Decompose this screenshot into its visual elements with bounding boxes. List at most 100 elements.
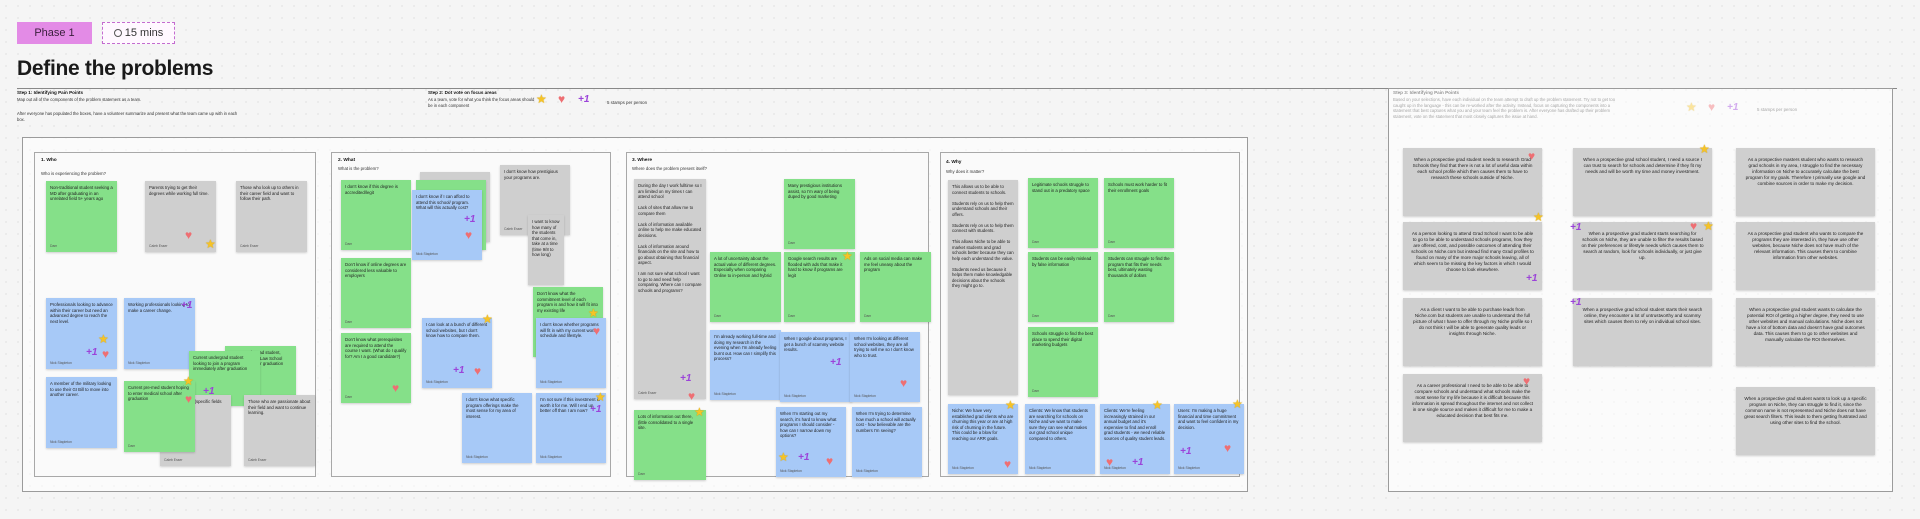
sticky-note[interactable]: Students can struggle to find the progra… bbox=[1104, 252, 1174, 322]
statement-note[interactable]: When a prospective grad school student, … bbox=[1573, 148, 1712, 216]
heart-icon[interactable]: ♥ bbox=[185, 392, 193, 406]
statement-note[interactable]: As a person looking to attend Grad Schoo… bbox=[1403, 222, 1542, 290]
plus-one-icon[interactable]: +1 bbox=[590, 404, 602, 415]
sticky-note[interactable]: Non-traditional student seeking a MD aft… bbox=[46, 181, 117, 252]
plus-one-icon[interactable]: +1 bbox=[1570, 297, 1582, 308]
statement-note[interactable]: When a prospective grad school student s… bbox=[1573, 298, 1712, 366]
star-icon[interactable]: ★ bbox=[183, 374, 194, 388]
sticky-note[interactable]: A member of the military looking to use … bbox=[46, 377, 117, 448]
sticky-note[interactable]: When I'm starting out my search, it's ha… bbox=[776, 407, 846, 477]
star-icon[interactable]: ★ bbox=[588, 306, 599, 320]
sticky-note[interactable]: Professionals looking to advance within … bbox=[46, 298, 117, 369]
sticky-note[interactable]: Parents trying to get their degrees whil… bbox=[145, 181, 216, 252]
statement-note[interactable]: When a prospective grad student needs to… bbox=[1403, 148, 1542, 216]
plus-one-icon[interactable]: +1 bbox=[1132, 457, 1144, 468]
statement-note[interactable]: When a prospective grad student wants to… bbox=[1736, 298, 1875, 366]
sticky-note[interactable]: Those who are passionate about their fie… bbox=[244, 395, 315, 466]
star-icon[interactable]: ★ bbox=[1533, 210, 1544, 224]
sticky-note[interactable]: Ads on social media can make me feel une… bbox=[860, 252, 931, 322]
plus-one-icon[interactable]: +1 bbox=[1526, 273, 1538, 284]
sticky-note[interactable]: Lots of information out there, (little c… bbox=[634, 410, 706, 480]
sticky-note[interactable]: Don't know what prerequisites are requir… bbox=[341, 333, 411, 403]
sticky-note[interactable]: Legitimate schools struggle to stand out… bbox=[1028, 178, 1098, 248]
statement-note[interactable]: When a prospective grad student wants to… bbox=[1736, 387, 1875, 455]
plus-one-icon[interactable]: +1 bbox=[464, 214, 476, 225]
statement-note[interactable]: As a prospective masters student who wan… bbox=[1736, 148, 1875, 216]
star-icon[interactable]: ★ bbox=[1152, 398, 1163, 412]
heart-icon[interactable]: ♥ bbox=[1106, 455, 1114, 469]
star-icon[interactable]: ★ bbox=[778, 450, 789, 464]
sticky-note[interactable]: Schools must work harder to fit their en… bbox=[1104, 178, 1174, 248]
star-icon[interactable]: ★ bbox=[1005, 398, 1016, 412]
sticky-note[interactable]: I don't know if this degree is accredite… bbox=[341, 180, 411, 250]
sticky-note[interactable]: This allows us to be able to connect stu… bbox=[948, 180, 1018, 395]
sticky-note[interactable]: I want to know how many of the students … bbox=[528, 215, 564, 285]
sticky-note[interactable]: Schools struggle to find the best place … bbox=[1028, 327, 1098, 397]
sticky-note[interactable]: I'm not sure if this investment is worth… bbox=[536, 393, 606, 463]
star-icon[interactable]: ★ bbox=[205, 237, 216, 251]
sticky-note[interactable]: Many prestigious institutions assist, so… bbox=[784, 179, 855, 249]
sticky-note[interactable]: When I'm trying to determine how much a … bbox=[852, 407, 922, 477]
statement-note[interactable]: As a career professional I need to be ab… bbox=[1403, 374, 1542, 442]
timer-badge[interactable]: 15 mins bbox=[102, 22, 175, 44]
star-icon[interactable]: ★ bbox=[536, 92, 547, 106]
sticky-note[interactable]: I don't know whether programs will fit i… bbox=[536, 318, 606, 388]
plus-one-icon[interactable]: +1 bbox=[1570, 222, 1582, 233]
star-icon[interactable]: ★ bbox=[842, 249, 853, 263]
star-icon[interactable]: ★ bbox=[1232, 397, 1243, 411]
heart-icon[interactable]: ♥ bbox=[474, 364, 482, 378]
heart-icon[interactable]: ♥ bbox=[593, 324, 601, 338]
sticky-note[interactable]: Users: I'm making a huge financial and t… bbox=[1174, 404, 1244, 474]
sticky-note[interactable]: Students can be easily mislead by false … bbox=[1028, 252, 1098, 322]
heart-icon[interactable]: ♥ bbox=[392, 381, 400, 395]
sticky-note[interactable]: I don't know if I can afford to attend t… bbox=[412, 190, 482, 260]
sticky-note[interactable]: When I google about programs, I get a bu… bbox=[780, 332, 852, 402]
sticky-note[interactable]: I don't know what specific program offer… bbox=[462, 393, 532, 463]
sticky-note[interactable]: Current pre-med student hoping to enter … bbox=[124, 381, 195, 452]
plus-one-icon[interactable]: +1 bbox=[86, 347, 98, 358]
star-icon[interactable]: ★ bbox=[1703, 219, 1714, 233]
plus-one-icon[interactable]: +1 bbox=[203, 386, 215, 397]
sticky-note[interactable]: When I'm looking at different school web… bbox=[850, 332, 920, 402]
plus-one-icon[interactable]: +1 bbox=[798, 452, 810, 463]
heart-icon[interactable]: ♥ bbox=[1004, 457, 1012, 471]
heart-icon[interactable]: ♥ bbox=[465, 228, 473, 242]
sticky-note[interactable]: Working professionals looking to make a … bbox=[124, 298, 195, 369]
sticky-note[interactable]: Niche: We have very established grad cli… bbox=[948, 404, 1018, 474]
plus-one-icon[interactable]: +1 bbox=[1180, 446, 1192, 457]
star-icon[interactable]: ★ bbox=[595, 390, 606, 404]
heart-icon[interactable]: ♥ bbox=[1528, 149, 1536, 163]
heart-icon[interactable]: ♥ bbox=[102, 347, 110, 361]
heart-icon[interactable]: ♥ bbox=[688, 389, 696, 403]
sticky-note[interactable]: I can look at a bunch of different schoo… bbox=[422, 318, 492, 388]
heart-icon[interactable]: ♥ bbox=[1523, 374, 1531, 388]
statement-note[interactable]: When a prospective grad student starts s… bbox=[1573, 222, 1712, 290]
sticky-note[interactable]: A lot of uncertainty about the actual va… bbox=[710, 252, 781, 322]
heart-icon[interactable]: ♥ bbox=[558, 92, 566, 106]
sticky-note[interactable]: Those who look up to others in their car… bbox=[236, 181, 307, 252]
statement-note[interactable]: As a prospective grad student who wants … bbox=[1736, 222, 1875, 290]
heart-icon[interactable]: ♥ bbox=[1224, 441, 1232, 455]
who-subtitle: Who is experiencing the problem? bbox=[41, 171, 106, 176]
heart-icon[interactable]: ♥ bbox=[1690, 219, 1698, 233]
sticky-note[interactable]: I'm already working full-time and doing … bbox=[710, 330, 781, 400]
sticky-note[interactable]: During the day I work fulltime so I am l… bbox=[634, 179, 706, 399]
plus-one-icon[interactable]: +1 bbox=[453, 365, 465, 376]
phase-label[interactable]: Phase 1 bbox=[17, 22, 92, 44]
sticky-note[interactable]: Google search results are flooded with a… bbox=[784, 252, 855, 322]
star-icon[interactable]: ★ bbox=[1699, 142, 1710, 156]
plus-one-icon[interactable]: +1 bbox=[830, 357, 842, 368]
sticky-note[interactable]: Don't know if online degrees are conside… bbox=[341, 258, 411, 328]
plus-one-icon[interactable]: +1 bbox=[680, 373, 692, 384]
plus-one-icon[interactable]: +1 bbox=[578, 94, 590, 105]
star-icon[interactable]: ★ bbox=[694, 405, 705, 419]
heart-icon[interactable]: ♥ bbox=[826, 454, 834, 468]
sticky-note[interactable]: Clients: We know that students are searc… bbox=[1025, 404, 1095, 474]
plus-one-icon[interactable]: +1 bbox=[181, 300, 193, 311]
star-icon[interactable]: ★ bbox=[482, 312, 493, 326]
heart-icon[interactable]: ♥ bbox=[900, 376, 908, 390]
sticky-note[interactable]: Clients: We're feeling increasingly stra… bbox=[1100, 404, 1170, 474]
star-icon[interactable]: ★ bbox=[98, 332, 109, 346]
statement-note[interactable]: As a client I want to be able to purchas… bbox=[1403, 298, 1542, 366]
heart-icon[interactable]: ♥ bbox=[185, 228, 193, 242]
